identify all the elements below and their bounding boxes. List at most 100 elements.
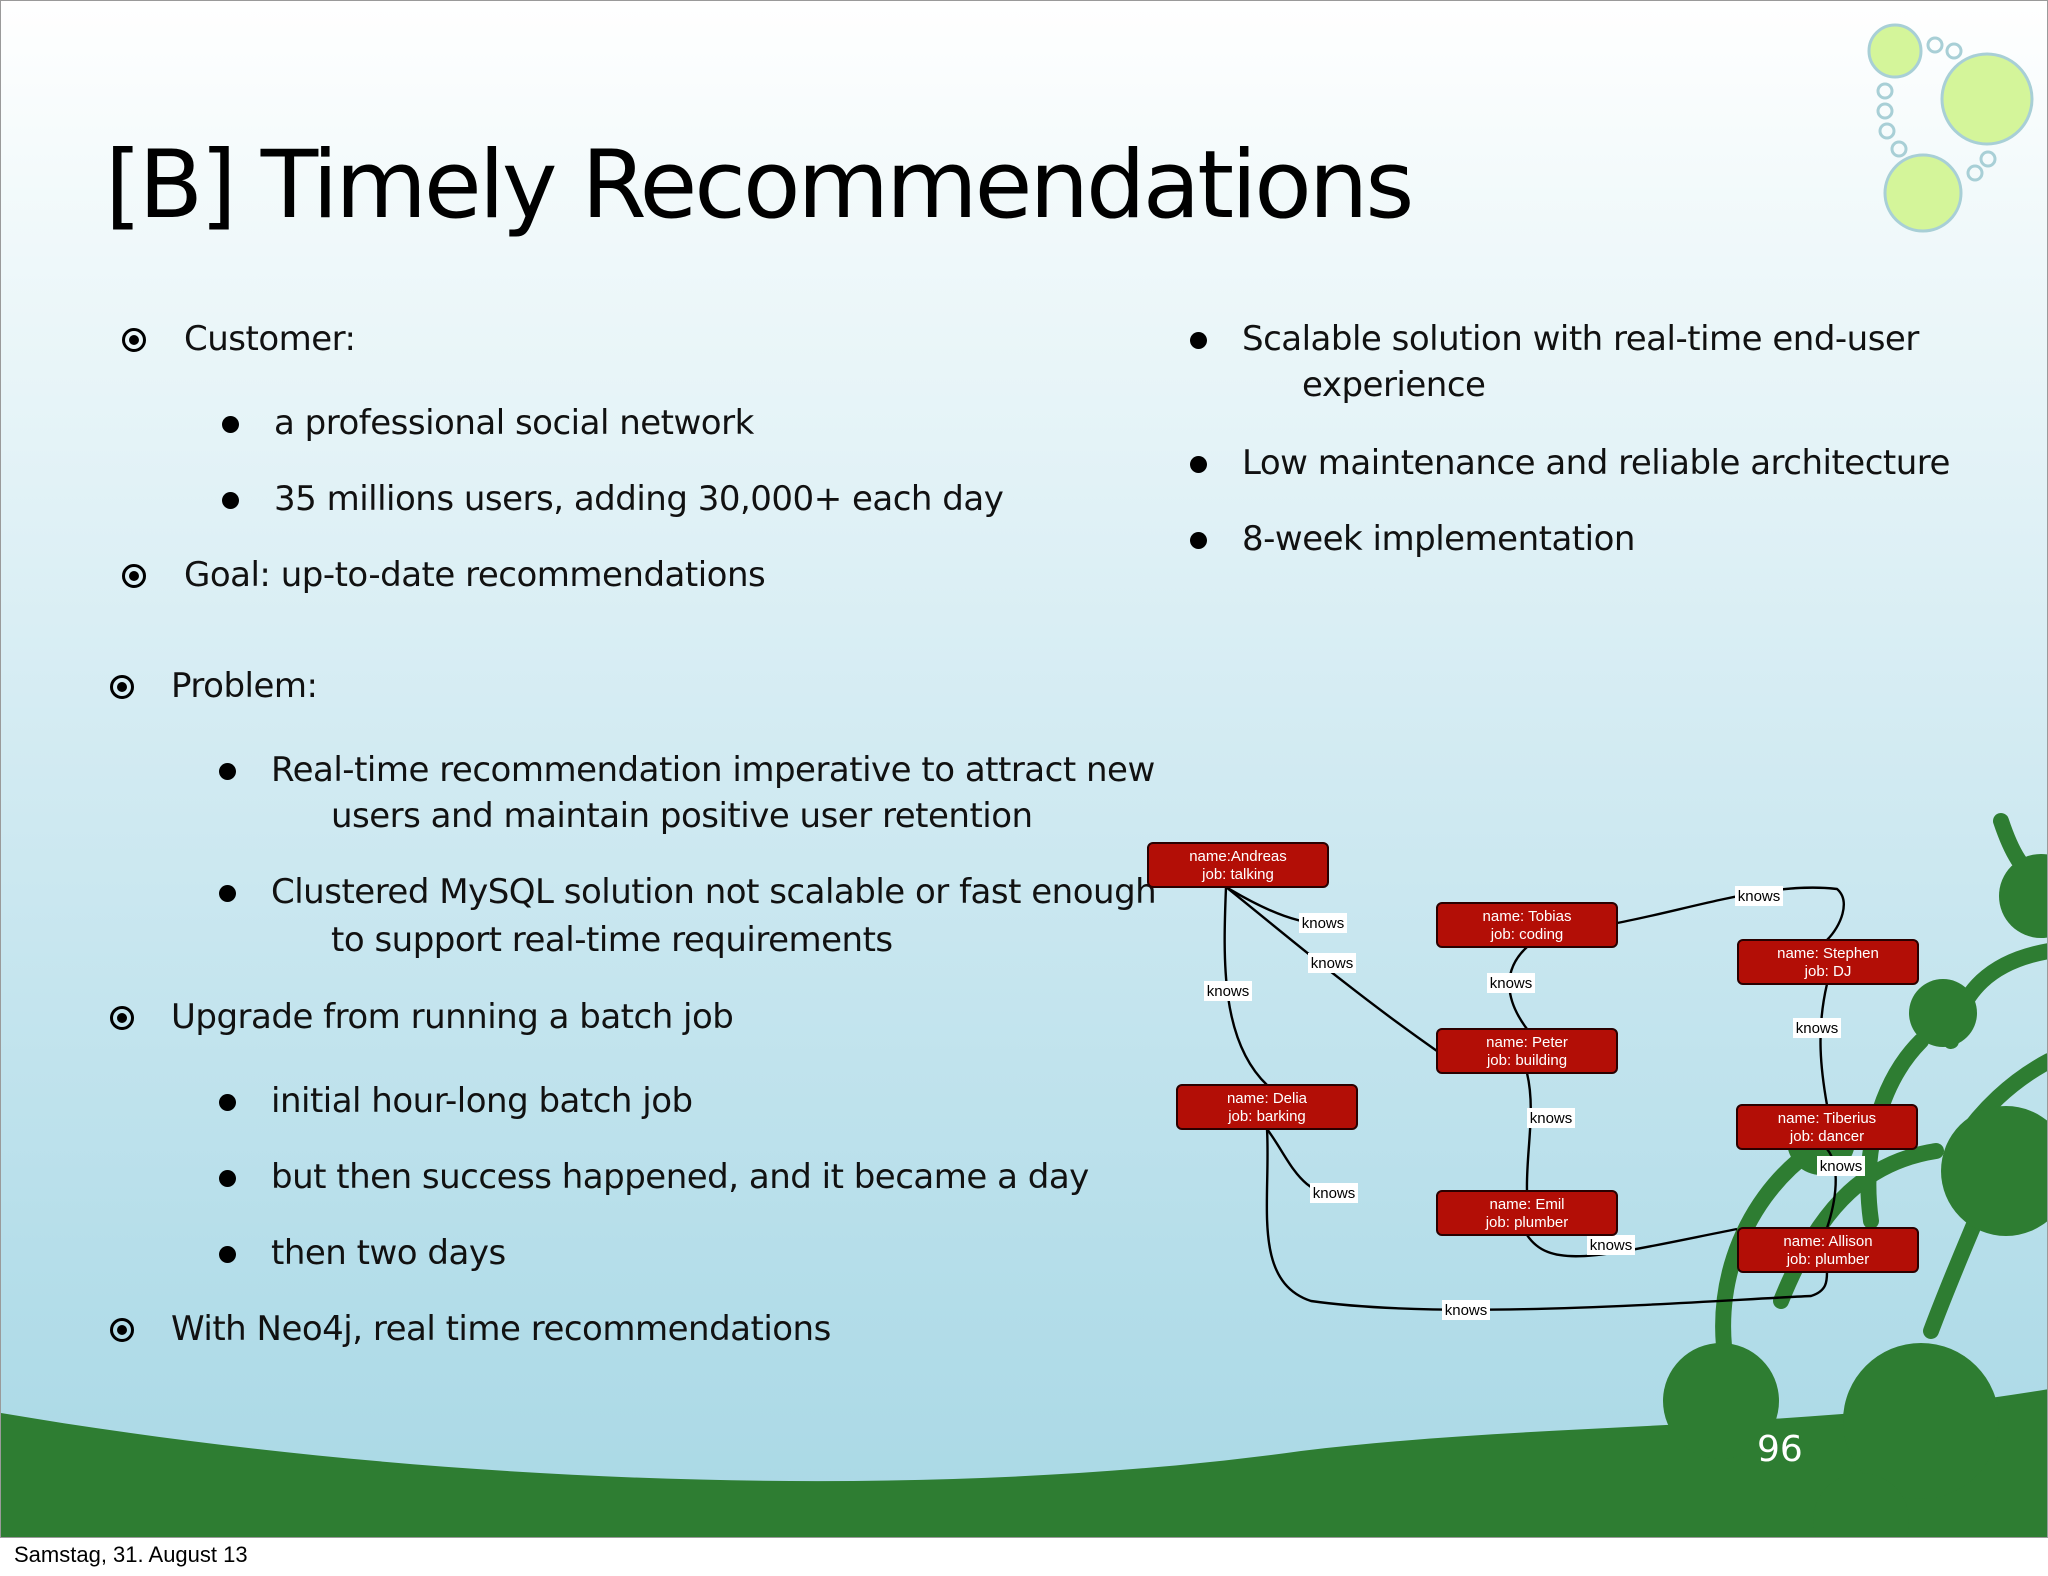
edge-label-background xyxy=(1735,886,1783,906)
edge-label: knows xyxy=(1308,953,1356,973)
edge-label-text: knows xyxy=(1207,983,1250,1000)
node-job: job: talking xyxy=(1201,866,1274,883)
bullet-dot-icon xyxy=(219,1246,236,1263)
customer-item: a professional social network xyxy=(274,403,754,443)
node-box xyxy=(1436,1190,1618,1236)
edge-label: knows xyxy=(1310,1183,1358,1203)
bullet-dot-icon xyxy=(222,416,239,433)
node-box xyxy=(1737,939,1919,985)
edge-label-text: knows xyxy=(1313,1185,1356,1202)
edge-label-background xyxy=(1527,1108,1575,1128)
node-box xyxy=(1436,902,1618,948)
node-job: job: dancer xyxy=(1789,1128,1864,1145)
node-job: job: plumber xyxy=(1786,1251,1870,1268)
edge-label: knows xyxy=(1527,1108,1575,1128)
node-box xyxy=(1176,1084,1358,1130)
edge-tiberius-allison xyxy=(1825,1148,1837,1229)
neo4j-text: With Neo4j, real time recommendations xyxy=(171,1309,831,1349)
node-box xyxy=(1737,1227,1919,1273)
upgrade-item: but then success happened, and it became… xyxy=(271,1157,1089,1197)
edge-label: knows xyxy=(1442,1300,1490,1320)
small-bubbles xyxy=(1876,36,1997,182)
bullet-dot-icon xyxy=(219,885,236,902)
problem-item-line2: to support real-time requirements xyxy=(331,920,893,960)
node-job: job: coding xyxy=(1490,926,1564,943)
edge-label: knows xyxy=(1735,886,1783,906)
upgrade-item: initial hour-long batch job xyxy=(271,1081,693,1121)
edge-label-text: knows xyxy=(1445,1302,1488,1319)
problem-item-line2: users and maintain positive user retenti… xyxy=(331,796,1033,836)
bullet-dot-icon xyxy=(1190,332,1207,349)
right-item-line1: Scalable solution with real-time end-use… xyxy=(1242,319,1919,359)
edge-label: knows xyxy=(1793,1018,1841,1038)
edge-peter-emil xyxy=(1525,1072,1532,1192)
goal-text: Goal: up-to-date recommendations xyxy=(184,555,766,595)
edge-label-background xyxy=(1204,981,1252,1001)
grass-hill xyxy=(1,1389,2047,1537)
bullet-ring-icon xyxy=(122,564,146,588)
edge-label: knows xyxy=(1487,973,1535,993)
edge-tobias-stephen xyxy=(1616,886,1845,941)
problem-item-line1: Clustered MySQL solution not scalable or… xyxy=(271,872,1157,912)
node-job: job: building xyxy=(1486,1052,1567,1069)
edge-labels-layer: knows knows knows knows knows knows knows knows… xyxy=(1204,886,1865,1320)
social-graph-diagram: knows knows knows knows knows knows knows knows… xyxy=(1147,842,1919,1320)
customer-item: 35 millions users, adding 30,000+ each d… xyxy=(274,479,1004,519)
node-job: job: plumber xyxy=(1485,1214,1569,1231)
edge-label-background xyxy=(1442,1300,1490,1320)
edge-label-background xyxy=(1487,973,1535,993)
edge-label: knows xyxy=(1587,1235,1635,1255)
edge-label-text: knows xyxy=(1311,955,1354,972)
problem-item-line1: Real-time recommendation imperative to a… xyxy=(271,750,1155,790)
node-job: job: DJ xyxy=(1804,963,1852,980)
right-item: Low maintenance and reliable architectur… xyxy=(1242,443,1950,483)
node-name: name: Emil xyxy=(1489,1196,1564,1213)
node-box xyxy=(1436,1028,1618,1074)
bullet-ring-icon xyxy=(110,1006,134,1030)
node-name: name: Stephen xyxy=(1777,945,1879,962)
slide-title: [B] Timely Recommendations xyxy=(105,131,1414,240)
node-box xyxy=(1147,842,1329,888)
edge-label-text: knows xyxy=(1490,975,1533,992)
edge-label-background xyxy=(1587,1235,1635,1255)
bullet-dot-icon xyxy=(1190,456,1207,473)
upgrade-label: Upgrade from running a batch job xyxy=(171,997,734,1037)
bullet-dot-icon xyxy=(222,492,239,509)
background-decoration xyxy=(1,23,2047,1537)
bullet-dot-icon xyxy=(219,1170,236,1187)
edge-label-background xyxy=(1310,1183,1358,1203)
edge-label-text: knows xyxy=(1302,915,1345,932)
node-box xyxy=(1736,1104,1918,1150)
bubble-decoration xyxy=(1867,23,2034,233)
problem-label: Problem: xyxy=(171,666,318,706)
node-name: name: Delia xyxy=(1227,1090,1308,1107)
node-name: name: Peter xyxy=(1486,1034,1568,1051)
bullet-dot-icon xyxy=(219,1094,236,1111)
edge-label-text: knows xyxy=(1796,1020,1839,1037)
edge-label-background xyxy=(1308,953,1356,973)
page-number: 96 xyxy=(1757,1429,1803,1470)
node-name: name:Andreas xyxy=(1189,848,1287,865)
bullet-ring-icon xyxy=(122,328,146,352)
edge-emil-allison xyxy=(1526,1227,1738,1258)
upgrade-item: then two days xyxy=(271,1233,506,1273)
bullet-dot-icon xyxy=(1190,532,1207,549)
edge-label: knows xyxy=(1299,913,1347,933)
node-name: name: Tobias xyxy=(1483,908,1572,925)
right-item-line2: experience xyxy=(1302,365,1486,405)
edge-label-text: knows xyxy=(1530,1110,1573,1127)
customer-label: Customer: xyxy=(184,319,356,359)
footer-date: Samstag, 31. August 13 xyxy=(14,1542,248,1567)
right-item: 8-week implementation xyxy=(1242,519,1635,559)
edge-label-text: knows xyxy=(1738,888,1781,905)
edge-label: knows xyxy=(1204,981,1252,1001)
